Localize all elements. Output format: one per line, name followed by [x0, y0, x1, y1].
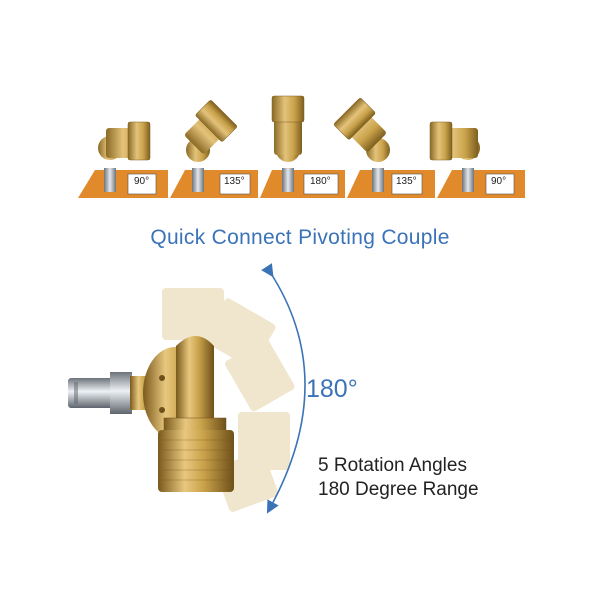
caption-degree-range: 180 Degree Range: [318, 479, 479, 500]
rotation-arc: [261, 263, 306, 514]
fitting-135-left: [185, 100, 237, 192]
product-title: Quick Connect Pivoting Couple: [150, 226, 450, 249]
fitting-180: [271, 95, 305, 192]
pivot-positions-illustration: [78, 95, 525, 198]
fitting-135-right: [333, 98, 390, 192]
quick-connect-plug: [68, 372, 154, 414]
angle-label-2: 135°: [224, 176, 245, 187]
coupler-illustration: [68, 263, 306, 514]
brass-coupler-body: [158, 336, 234, 492]
pivot-positions-strip: [0, 0, 600, 210]
range-angle-label: 180°: [306, 375, 358, 403]
angle-label-4: 135°: [396, 176, 417, 187]
caption-rotation-angles: 5 Rotation Angles: [318, 455, 467, 476]
angle-label-5: 90°: [491, 176, 507, 187]
fitting-90-right: [429, 121, 480, 192]
angle-label-1: 90°: [134, 176, 150, 187]
angle-label-3: 180°: [310, 176, 331, 187]
fitting-90-left: [98, 121, 151, 192]
